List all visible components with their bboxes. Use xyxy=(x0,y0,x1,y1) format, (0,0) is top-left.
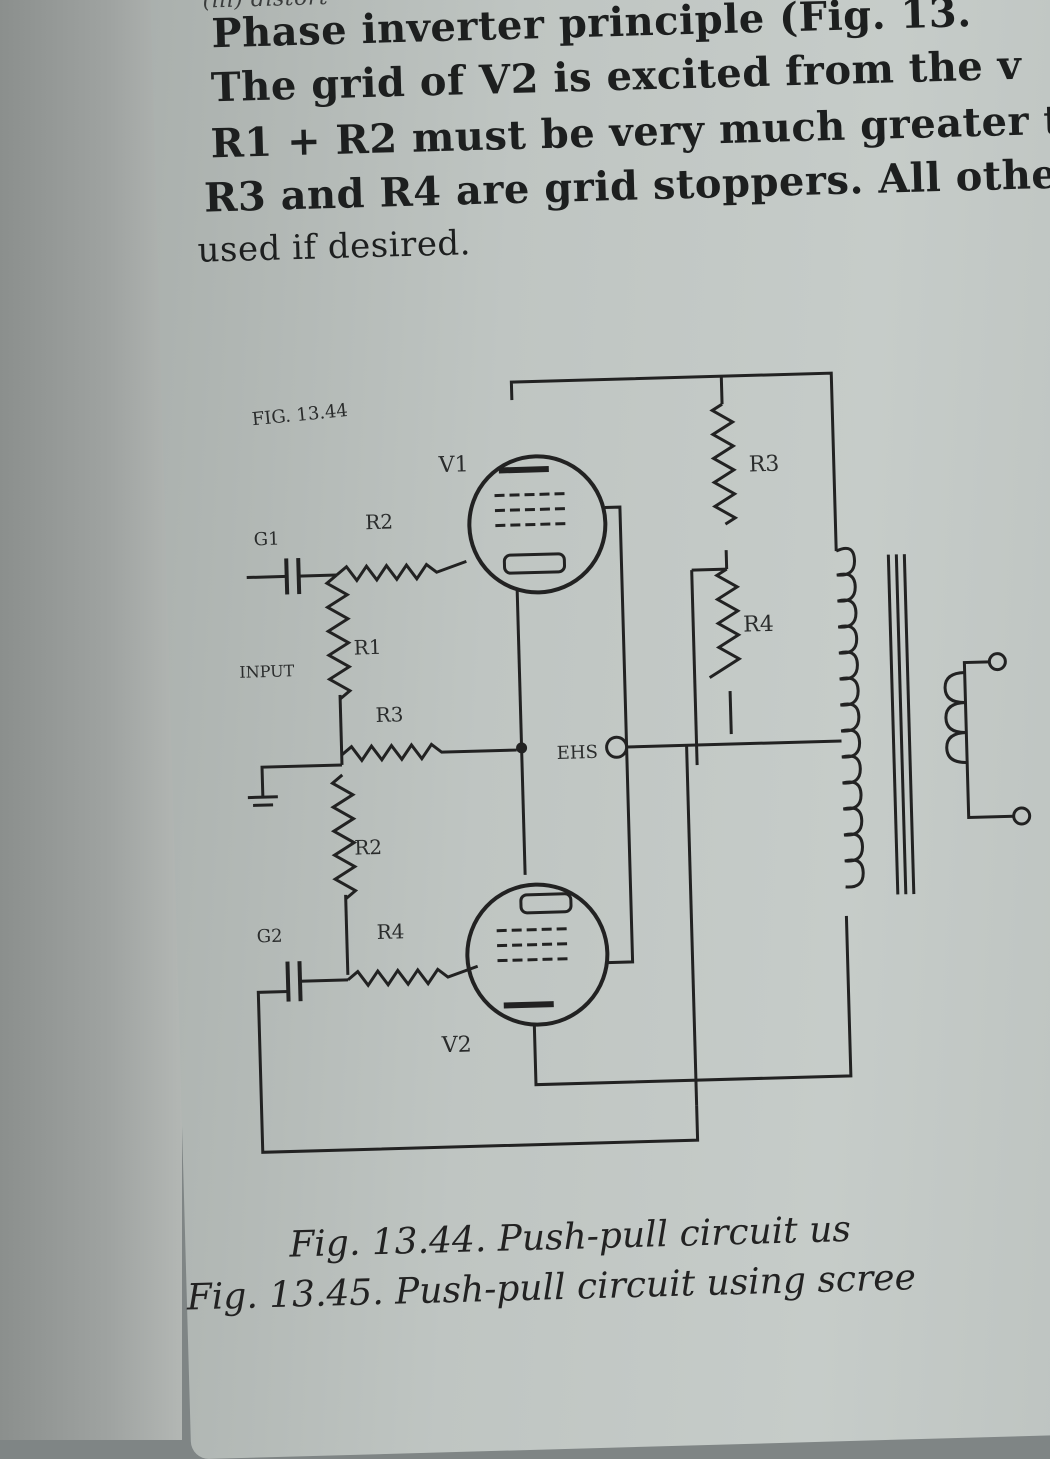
transformer-secondary xyxy=(962,660,1014,820)
wire-v1-anode xyxy=(509,371,838,552)
label-r4: R4 xyxy=(376,919,404,944)
resistor-r3-feedback xyxy=(340,742,517,763)
tube-v1 xyxy=(467,454,608,595)
resistor-r1-grid-stop xyxy=(335,559,467,584)
figure-label: FIG. 13.44 xyxy=(251,400,349,430)
label-g2: G2 xyxy=(256,926,282,948)
resistor-r1-divider xyxy=(324,573,353,701)
label-ra: R3 xyxy=(748,452,779,478)
label-g1: G1 xyxy=(253,529,279,551)
label-r2: R2 xyxy=(354,835,382,860)
transformer-primary xyxy=(835,546,865,889)
label-rb: R4 xyxy=(743,612,774,638)
tube-v2 xyxy=(465,882,610,1027)
resistor-r-top xyxy=(709,402,739,526)
label-r3: R3 xyxy=(375,702,403,727)
book-page: (iii) distort Phase inverter principle (… xyxy=(150,0,1050,1459)
label-ehs: EHS xyxy=(556,742,598,764)
label-input: INPUT xyxy=(239,661,295,682)
resistor-r-bottom xyxy=(708,567,743,679)
push-pull-circuit-diagram: FIG. 13.44 V1 V2 R2 R1 R3 R2 R4 R3 R4 G1… xyxy=(239,371,1032,1154)
label-r1: R1 xyxy=(353,635,381,660)
book-spine-shadow xyxy=(0,0,182,1440)
wire-bottom-loop xyxy=(256,990,700,1154)
resistor-r2-divider xyxy=(329,773,359,901)
label-v2: V2 xyxy=(441,1032,473,1058)
ehs-terminal xyxy=(605,735,629,759)
label-r2-top: R2 xyxy=(365,509,393,534)
output-terminal-top xyxy=(987,652,1007,672)
output-terminal-bottom xyxy=(1012,806,1032,826)
label-v1: V1 xyxy=(437,452,469,478)
resistor-r4-grid-stop xyxy=(347,964,479,988)
